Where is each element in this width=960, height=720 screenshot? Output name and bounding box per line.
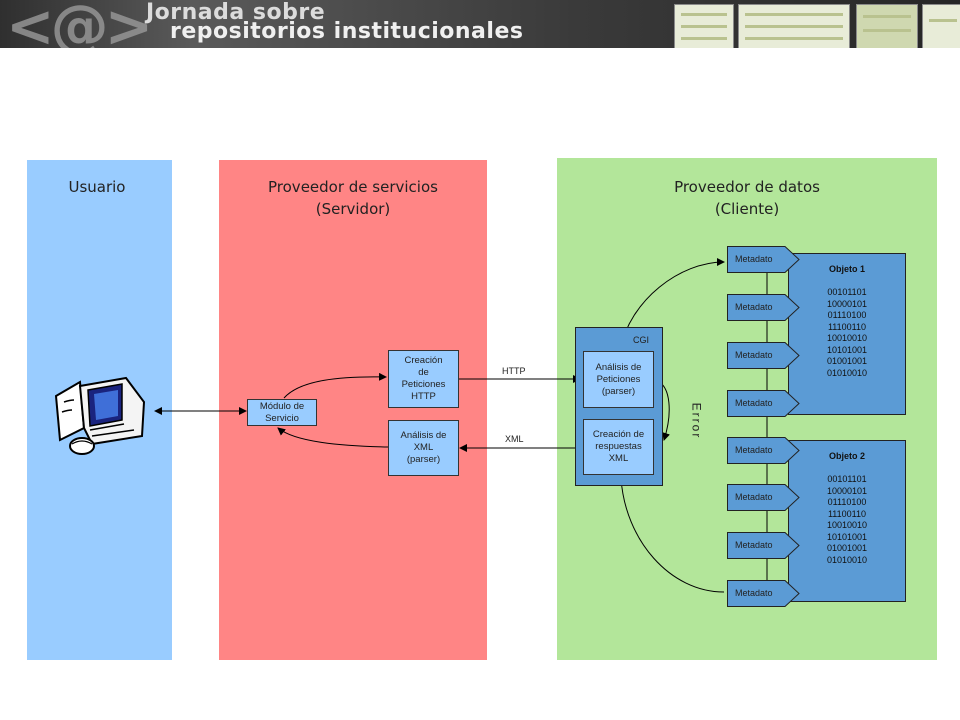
cliente-title-line2: (Cliente) — [714, 200, 780, 218]
http-label: HTTP — [502, 366, 526, 376]
error-label: Error — [689, 402, 704, 440]
servidor-title-line1: Proveedor de servicios — [268, 178, 438, 196]
at-logo-icon: <@> — [6, 0, 153, 48]
usuario-title: Usuario — [68, 178, 126, 196]
objeto-title: Objeto 2 — [828, 451, 865, 461]
metadata-to-response-arrow — [617, 477, 725, 593]
xml-label: XML — [505, 434, 524, 444]
module-to-request-arrow — [283, 372, 387, 399]
computer-icon — [54, 376, 146, 455]
screenshot-thumb — [856, 4, 918, 48]
banner-title-line1: Jornada sobre — [146, 0, 326, 25]
screenshot-thumb — [738, 4, 850, 48]
header-banner: <@> Jornada sobre repositorios instituci… — [0, 0, 960, 48]
objeto-title: Objeto 1 — [828, 264, 865, 274]
banner-title-line2: repositorios institucionales — [170, 19, 524, 44]
metadato-tag: Metadato — [727, 484, 800, 511]
metadato-tag: Metadato — [727, 580, 800, 607]
banner-screenshots — [660, 2, 960, 48]
metadato-tag: Metadato — [727, 246, 800, 273]
metadato-tag: Metadato — [727, 342, 800, 369]
cgi-label: CGI — [633, 335, 650, 345]
servidor-title-line2: (Servidor) — [315, 200, 391, 218]
screenshot-thumb — [674, 4, 734, 48]
metadato-tag: Metadato — [727, 437, 800, 464]
screenshot-thumb — [922, 4, 960, 48]
parser-to-module-arrow — [277, 427, 389, 448]
metadato-tag: Metadato — [727, 294, 800, 321]
cliente-title-line1: Proveedor de datos — [674, 178, 820, 196]
metadato-tag: Metadato — [727, 390, 800, 417]
metadato-tag: Metadato — [727, 532, 800, 559]
